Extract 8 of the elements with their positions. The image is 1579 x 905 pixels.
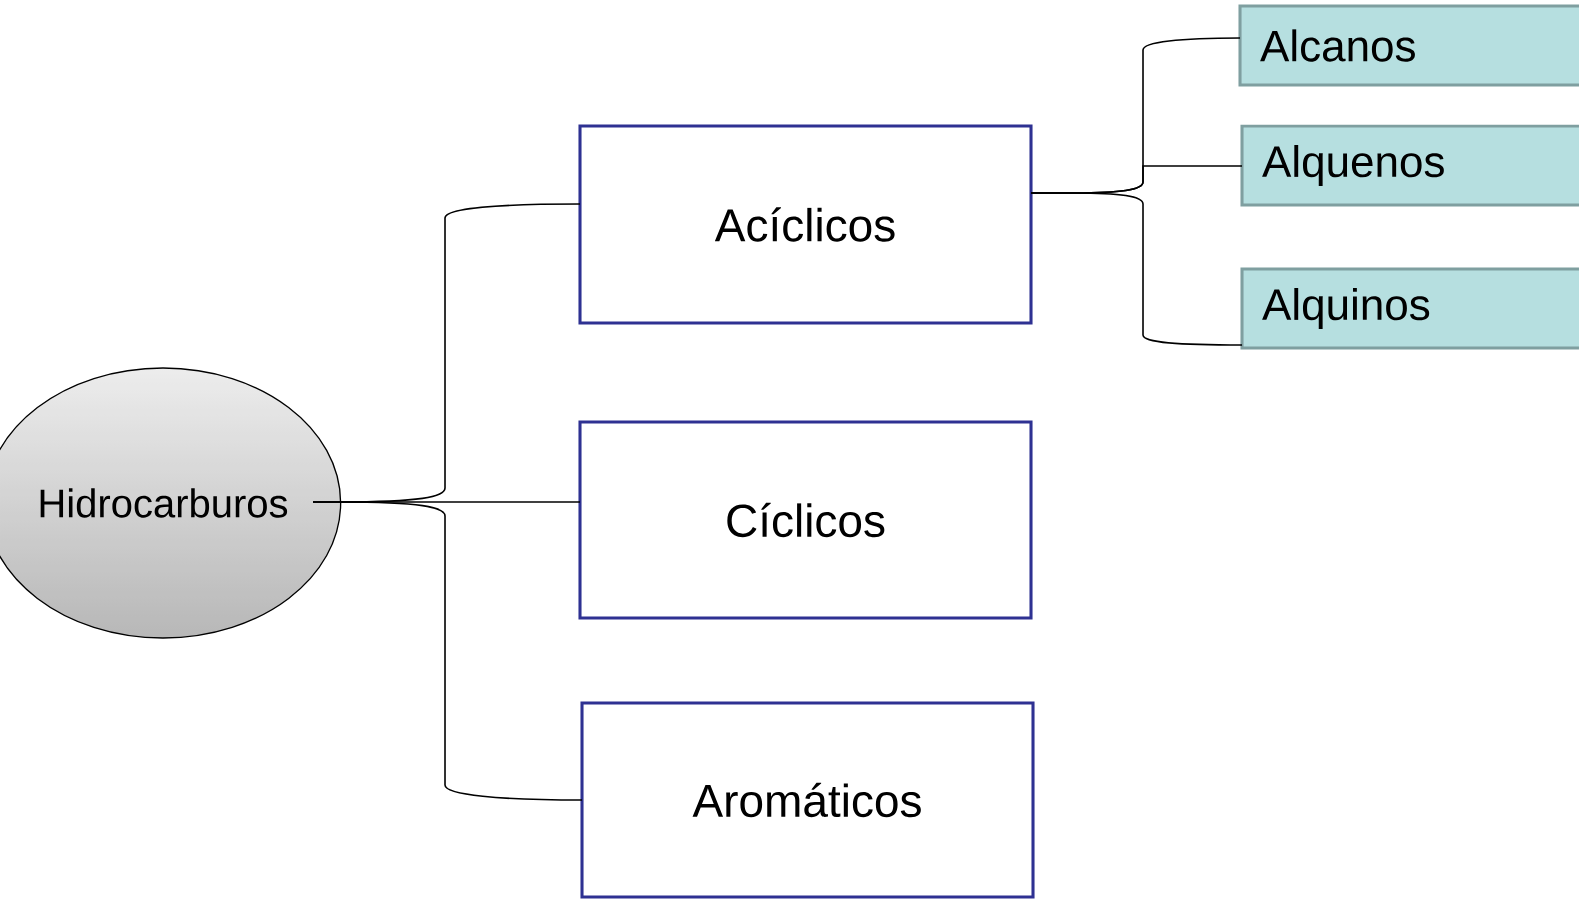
category-box: Aromáticos <box>580 701 1035 899</box>
subcategory-box: Alcanos <box>1238 4 1579 87</box>
brace-connector <box>1030 192 1243 346</box>
subcategory-box: Alquenos <box>1240 124 1579 207</box>
category-box: Cíclicos <box>578 420 1033 620</box>
category-box: Acíclicos <box>578 124 1033 325</box>
brace-connector <box>312 501 583 801</box>
subcategory-box: Alquinos <box>1240 267 1579 350</box>
